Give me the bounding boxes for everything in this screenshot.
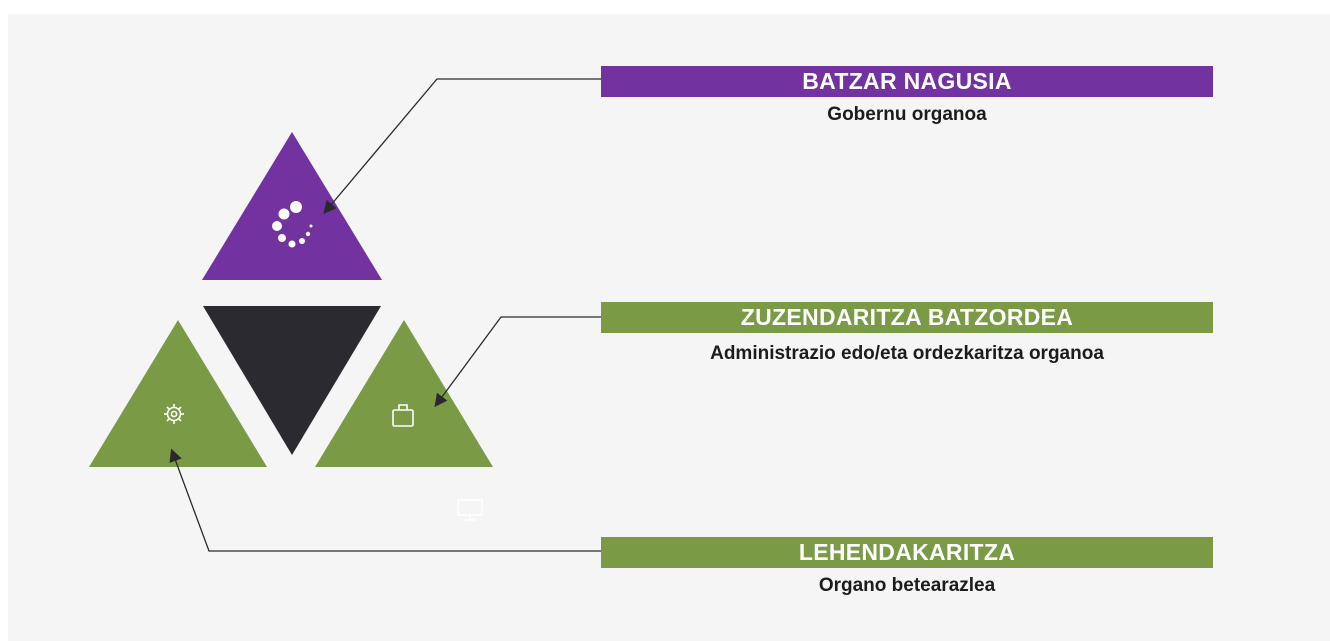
connector-line-zuzendaritza — [434, 316, 601, 408]
right-triangle — [315, 320, 493, 467]
section-title-lehendakaritza: LEHENDAKARITZA — [601, 537, 1213, 568]
dots-loader-icon — [272, 201, 313, 248]
briefcase-icon — [392, 404, 414, 427]
center-inverted-triangle — [203, 306, 381, 455]
section-title-zuzendaritza: ZUZENDARITZA BATZORDEA — [601, 302, 1213, 333]
left-triangle — [89, 320, 267, 467]
monitor-icon — [457, 499, 483, 521]
connector-line-batzar — [323, 78, 601, 214]
gear-icon — [164, 404, 184, 424]
section-subtitle-zuzendaritza: Administrazio edo/eta ordezkaritza organ… — [710, 343, 1104, 364]
section-subtitle-batzar: Gobernu organoa — [827, 104, 987, 125]
section-subtitle-lehendakaritza: Organo betearazlea — [818, 575, 996, 596]
connector-line-lehendakaritza — [169, 448, 601, 552]
section-title-batzar: BATZAR NAGUSIA — [601, 66, 1213, 97]
